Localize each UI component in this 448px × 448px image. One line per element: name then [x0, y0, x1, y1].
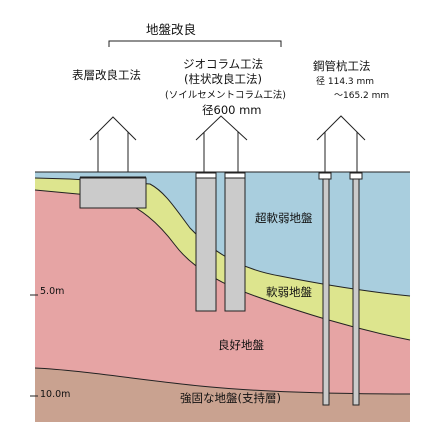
house-icon	[316, 115, 366, 180]
steel-pipe-pile	[352, 178, 360, 406]
house-icon	[80, 116, 146, 178]
method-label-steelpile: 鋼管杭工法	[313, 59, 371, 73]
surface-improvement-block	[79, 177, 147, 209]
house-icon	[195, 115, 248, 179]
method-sublabel-soilcement: (ソイルセメントコラム工法)	[165, 90, 286, 101]
soft-ground-layer	[35, 178, 410, 340]
diagram-title: 地盤改良	[146, 22, 197, 37]
hard-ground-layer	[35, 368, 410, 422]
good-ground-layer	[35, 190, 410, 422]
method-label-surface: 表層改良工法	[72, 68, 141, 82]
layer-label-soft: 軟弱地盤	[266, 285, 312, 299]
depth-label-10m: 10.0m	[40, 389, 71, 400]
method-spec-column: 径600 mm	[202, 103, 262, 117]
soil-cement-column	[195, 177, 217, 312]
depth-label-5m: 5.0m	[40, 286, 65, 297]
layer-label-hard: 強固な地盤(支持層)	[180, 391, 281, 405]
method-spec-steelpile-max: ～165.2 mm	[334, 91, 390, 101]
layer-label-super-soft: 超軟弱地盤	[255, 211, 313, 225]
hard-boundary-line	[34, 367, 411, 395]
layer-label-good: 良好地盤	[218, 338, 264, 352]
method-label-geocolumn: ジオコラム工法	[183, 57, 264, 71]
method-spec-steelpile-min: 径 114.3 mm	[316, 77, 375, 87]
method-sublabel-column: (柱状改良工法)	[184, 72, 262, 86]
header-bracket	[108, 40, 282, 47]
soil-cement-column	[224, 177, 246, 312]
steel-pipe-pile	[322, 178, 330, 406]
